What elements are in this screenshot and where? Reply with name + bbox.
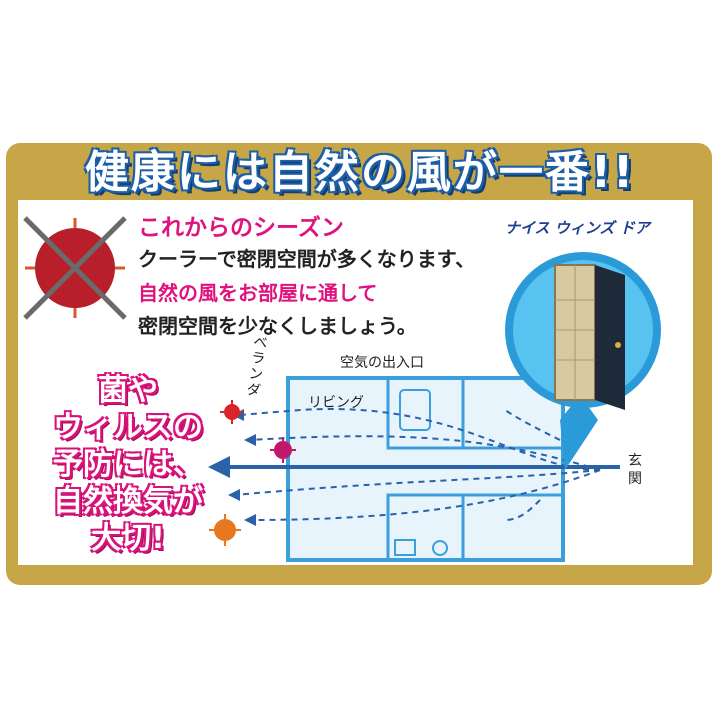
arrowhead-icon [244,434,256,446]
arrowhead-icon [244,514,256,526]
entrance-label: 玄関 [628,453,642,487]
side-message-line: 菌や [98,373,158,408]
airflow-line [249,469,601,521]
body-line: 密閉空間を少なくしましょう。 [138,314,417,338]
airflow-line [234,469,601,496]
door-panel-image [595,265,625,410]
body-line-highlight: 自然の風をお部屋に通して [138,281,378,305]
germ-icon [209,514,241,546]
product-name: ナイス ウィンズ ドア [505,219,650,237]
season-title: これからのシーズン [138,215,344,241]
side-message: 菌や ウィルスの 予防には、 自然換気が 大切! [38,372,218,557]
wind-arrow-head-icon [208,456,230,478]
headline: 健康には自然の風が一番!! [84,147,636,198]
door-bubble [505,252,661,470]
germ-icon [270,437,296,463]
no-germ-icon [23,216,127,320]
side-message-line: 大切! [91,521,165,556]
body-line: クーラーで密閉空間が多くなります、 [138,247,476,271]
side-message-line: 自然換気が [53,484,203,519]
toilet-icon [432,540,448,556]
airflow-line [504,499,541,521]
bathtub-icon [399,389,431,431]
sink-icon [394,539,416,556]
arrowhead-icon [228,489,240,501]
air-inout-label: 空気の出入口 [340,355,424,371]
side-message-line: ウィルスの [53,410,203,445]
germ-icon [220,400,244,424]
side-message-line: 予防には、 [53,447,203,482]
airflow-line [504,409,561,441]
airflow-line [249,435,601,471]
living-label: リビング [308,395,364,411]
